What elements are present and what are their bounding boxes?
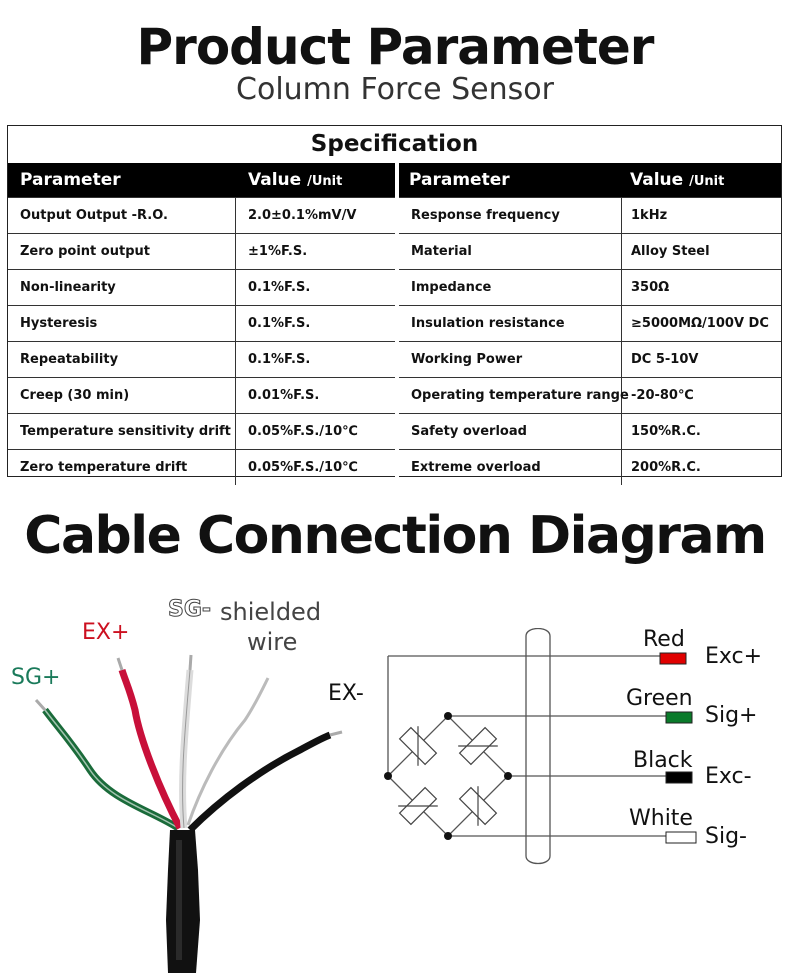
parameter-cell: Non-linearity <box>20 280 116 295</box>
spec-row: Zero point output ±1%F.S. <box>8 233 395 269</box>
label-wire: wire <box>247 628 298 656</box>
signal-exc-plus: Exc+ <box>705 644 763 669</box>
header-parameter: Parameter <box>20 170 121 190</box>
label-ex-plus: EX+ <box>82 620 130 645</box>
value-cell: 0.05%F.S./10℃ <box>248 424 358 439</box>
spec-row: Zero temperature drift 0.05%F.S./10℃ <box>8 449 395 485</box>
value-cell: ≥5000MΩ/100V DC <box>631 316 769 331</box>
terminal-red <box>659 652 687 665</box>
spec-row: Material Alloy Steel <box>399 233 781 269</box>
spec-right-header: Parameter Value /Unit <box>399 163 781 197</box>
spec-left-header: Parameter Value /Unit <box>8 163 395 197</box>
header-parameter: Parameter <box>409 170 510 190</box>
page-subtitle: Column Force Sensor <box>236 72 554 107</box>
wire-color-white: White <box>629 806 693 831</box>
parameter-cell: Creep (30 min) <box>20 388 130 403</box>
header-value: Value /Unit <box>630 170 725 190</box>
spec-row: Working Power DC 5-10V <box>399 341 781 377</box>
terminal-green <box>665 711 693 724</box>
cable-sheath <box>166 830 200 973</box>
red-wire <box>118 668 184 830</box>
diagram-title: Cable Connection Diagram <box>24 506 767 566</box>
wire-color-green: Green <box>626 686 693 711</box>
value-cell: 0.01%F.S. <box>248 388 320 403</box>
parameter-cell: Extreme overload <box>411 460 541 475</box>
spec-row: Safety overload 150%R.C. <box>399 413 781 449</box>
value-cell: ±1%F.S. <box>248 244 308 259</box>
parameter-cell: Repeatability <box>20 352 119 367</box>
spec-row: Response frequency 1kHz <box>399 197 781 233</box>
spec-row: Insulation resistance ≥5000MΩ/100V DC <box>399 305 781 341</box>
spec-row: Operating temperature range-20-80℃ <box>399 377 781 413</box>
spec-row: Impedance 350Ω <box>399 269 781 305</box>
spec-row: Output Output -R.O. 2.0±0.1%mV/V <box>8 197 395 233</box>
value-cell: 200%R.C. <box>631 460 701 475</box>
parameter-cell: Operating temperature range <box>411 388 629 403</box>
parameter-cell: Impedance <box>411 280 492 295</box>
column-gap <box>395 163 399 477</box>
parameter-cell: Response frequency <box>411 208 560 223</box>
signal-sig-minus: Sig- <box>705 824 747 849</box>
spec-row: Non-linearity 0.1%F.S. <box>8 269 395 305</box>
spec-right-column: Parameter Value /Unit Response frequency… <box>399 163 781 485</box>
value-cell: 350Ω <box>631 280 670 295</box>
spec-row: Extreme overload 200%R.C. <box>399 449 781 485</box>
value-cell: 150%R.C. <box>631 424 701 439</box>
parameter-cell: Zero temperature drift <box>20 460 188 475</box>
parameter-cell: Temperature sensitivity drift <box>20 424 231 439</box>
terminal-black <box>665 771 693 784</box>
black-wire <box>187 731 332 833</box>
spec-row: Temperature sensitivity drift 0.05%F.S./1… <box>8 413 395 449</box>
page-title: Product Parameter <box>136 18 655 76</box>
wire-color-black: Black <box>633 748 693 773</box>
value-cell: 0.05%F.S./10℃ <box>248 460 358 475</box>
signal-sig-plus: Sig+ <box>705 703 758 728</box>
green-wire <box>42 707 180 831</box>
label-ex-minus: EX- <box>328 681 364 706</box>
spec-left-column: Parameter Value /Unit Output Output -R.O… <box>8 163 395 485</box>
cable-illustration <box>34 654 343 973</box>
parameter-cell: Working Power <box>411 352 523 367</box>
spec-row: Repeatability 0.1%F.S. <box>8 341 395 377</box>
parameter-cell: Material <box>411 244 472 259</box>
terminal-white <box>665 831 697 844</box>
signal-exc-minus: Exc- <box>705 764 752 789</box>
spec-row: Hysteresis 0.1%F.S. <box>8 305 395 341</box>
value-cell: 2.0±0.1%mV/V <box>248 208 357 223</box>
value-cell: DC 5-10V <box>631 352 699 367</box>
label-sg-minus: SG- <box>167 597 212 622</box>
label-shielded: shielded <box>220 598 322 626</box>
parameter-cell: Zero point output <box>20 244 150 259</box>
header-value: Value /Unit <box>248 170 343 190</box>
parameter-cell: Hysteresis <box>20 316 98 331</box>
bridge-schematic <box>384 628 697 865</box>
wire-color-red: Red <box>643 627 685 652</box>
value-cell: -20-80℃ <box>631 388 694 403</box>
specification-table: Specification Parameter Value /Unit Outp… <box>7 125 782 485</box>
parameter-cell: Insulation resistance <box>411 316 565 331</box>
specification-heading: Specification <box>310 131 479 157</box>
parameter-cell: Safety overload <box>411 424 527 439</box>
label-sg-plus: SG+ <box>11 665 61 690</box>
value-cell: Alloy Steel <box>631 244 710 259</box>
value-cell: 1kHz <box>631 208 668 223</box>
value-cell: 0.1%F.S. <box>248 316 311 331</box>
shield-wire <box>186 677 270 826</box>
value-cell: 0.1%F.S. <box>248 280 311 295</box>
parameter-cell: Output Output -R.O. <box>20 208 168 223</box>
value-cell: 0.1%F.S. <box>248 352 311 367</box>
spec-row: Creep (30 min) 0.01%F.S. <box>8 377 395 413</box>
